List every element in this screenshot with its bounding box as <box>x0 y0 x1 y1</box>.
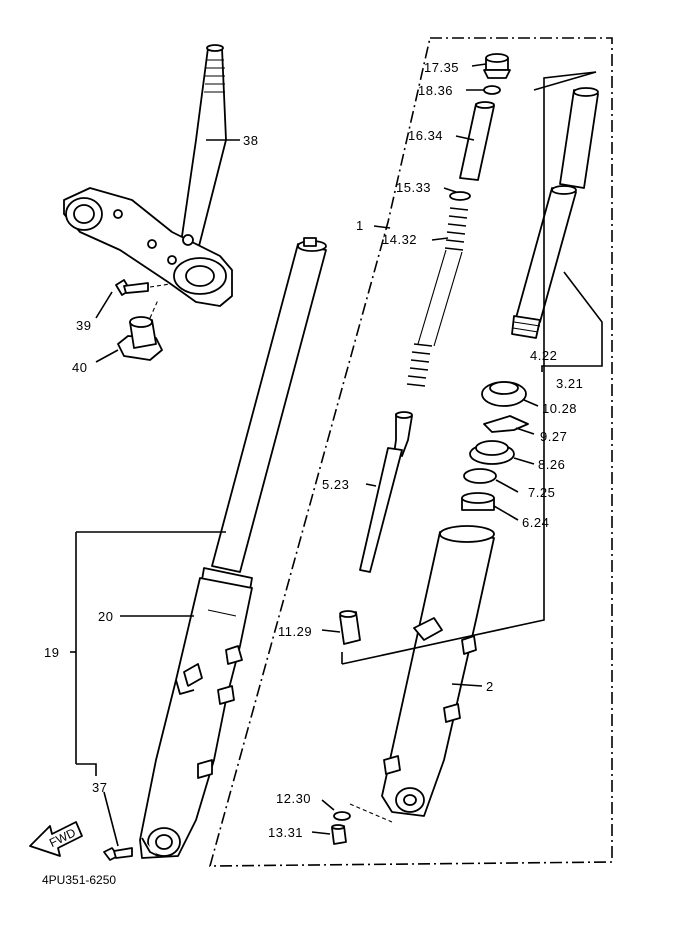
label-1: 1 <box>356 218 364 233</box>
leader-lines <box>70 63 603 847</box>
spacer-16 <box>459 101 495 181</box>
label-17: 17.35 <box>424 60 459 75</box>
label-2: 2 <box>486 679 494 694</box>
label-12: 12.30 <box>276 791 311 806</box>
bushing-6 <box>461 492 495 511</box>
inner-tube-4 <box>511 87 599 339</box>
label-9: 9.27 <box>540 429 567 444</box>
bolt-39 <box>115 279 171 296</box>
label-11: 11.29 <box>278 624 312 639</box>
label-7: 7.25 <box>528 485 555 500</box>
spring-14 <box>406 207 469 387</box>
o-ring-18 <box>483 85 501 95</box>
washer-12 <box>333 811 351 821</box>
forward-arrow-icon: FWD <box>29 821 83 857</box>
label-38: 38 <box>243 133 258 148</box>
dust-seal-10 <box>481 381 527 407</box>
label-13: 13.31 <box>268 825 303 840</box>
steering-stem <box>63 44 233 307</box>
label-15: 15.33 <box>396 180 431 195</box>
label-20: 20 <box>98 609 113 624</box>
assembled-fork-leg <box>139 237 327 859</box>
oil-lock-piece-11 <box>339 610 361 645</box>
damper-rod-5 <box>359 411 413 573</box>
seat-15 <box>449 191 471 201</box>
drawing-id: 4PU351-6250 <box>42 873 116 887</box>
label-4: 4.22 <box>530 348 557 363</box>
label-16: 16.34 <box>408 128 443 143</box>
washer-7 <box>463 468 497 484</box>
bushing-40 <box>117 299 163 361</box>
label-37: 37 <box>92 780 107 795</box>
label-6: 6.24 <box>522 515 549 530</box>
cap-bolt-17 <box>483 53 511 79</box>
oil-seal-8 <box>469 440 515 465</box>
label-19: 19 <box>44 645 59 660</box>
label-14: 14.32 <box>382 232 417 247</box>
label-5: 5.23 <box>322 477 349 492</box>
bolt-13 <box>331 824 347 845</box>
label-18: 18.36 <box>418 83 453 98</box>
outer-tube-2 <box>381 525 495 817</box>
exploded-view-boundary <box>208 37 613 867</box>
label-3: 3.21 <box>556 376 583 391</box>
label-39: 39 <box>76 318 91 333</box>
label-8: 8.26 <box>538 457 565 472</box>
label-10: 10.28 <box>542 401 577 416</box>
bolt-37 <box>103 847 133 861</box>
label-40: 40 <box>72 360 87 375</box>
part-labels: 38 39 40 1 17.35 18.36 16.34 15.33 14.32… <box>44 60 583 840</box>
